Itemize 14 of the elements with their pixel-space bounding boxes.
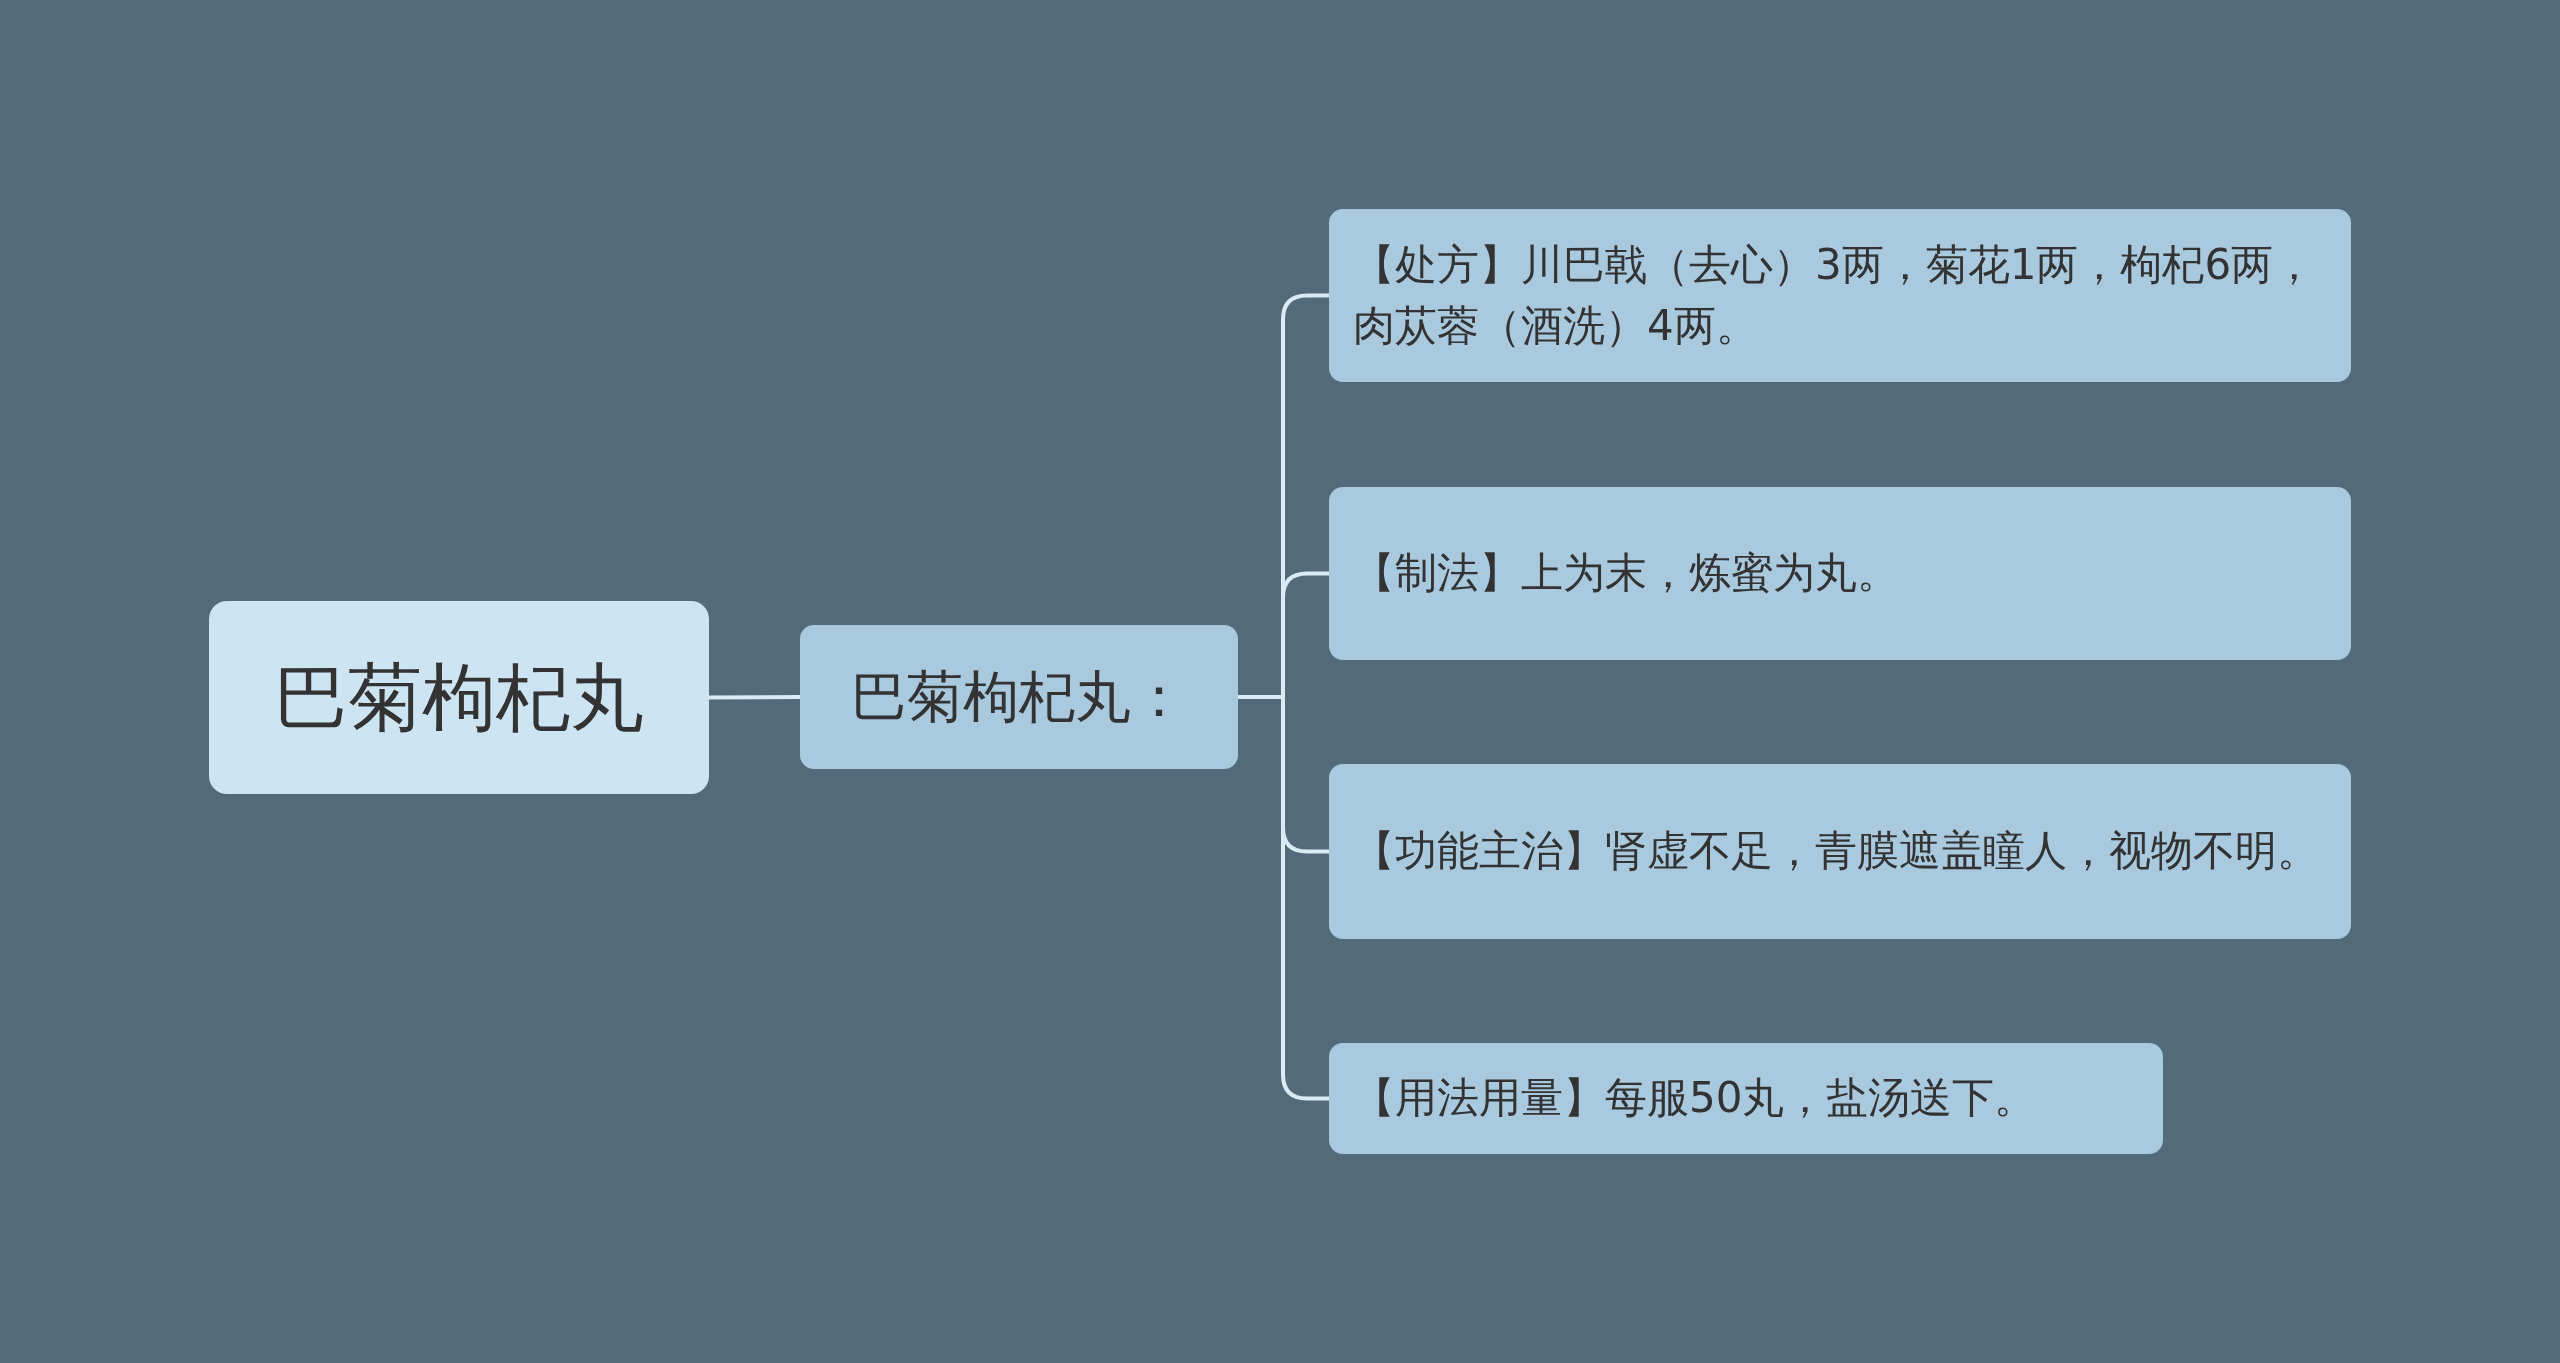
root-topic-box xyxy=(209,601,709,794)
topic-text: 【处方】川巴戟（去心）3两，菊花1两，枸杞6两，肉苁蓉（酒洗）4两。 xyxy=(1353,238,2317,352)
subtopic-box xyxy=(1329,209,2351,382)
subtopic-box xyxy=(1329,764,2351,939)
topic-text: 【制法】上为末，炼蜜为丸。 xyxy=(1353,547,1899,600)
topic-text: 巴菊枸杞丸： xyxy=(851,663,1187,732)
subtopic-box xyxy=(1329,1043,2163,1154)
topic-box xyxy=(800,625,1238,769)
connector-line xyxy=(709,695,800,700)
topic-text: 【功能主治】肾虚不足，青膜遮盖瞳人，视物不明。 xyxy=(1353,825,2319,878)
topic-text: 【用法用量】每服50丸，盐汤送下。 xyxy=(1353,1072,2037,1125)
topic-text: 巴菊枸杞丸 xyxy=(274,652,644,742)
subtopic-box xyxy=(1329,487,2351,660)
connector-line xyxy=(1238,695,1329,1101)
